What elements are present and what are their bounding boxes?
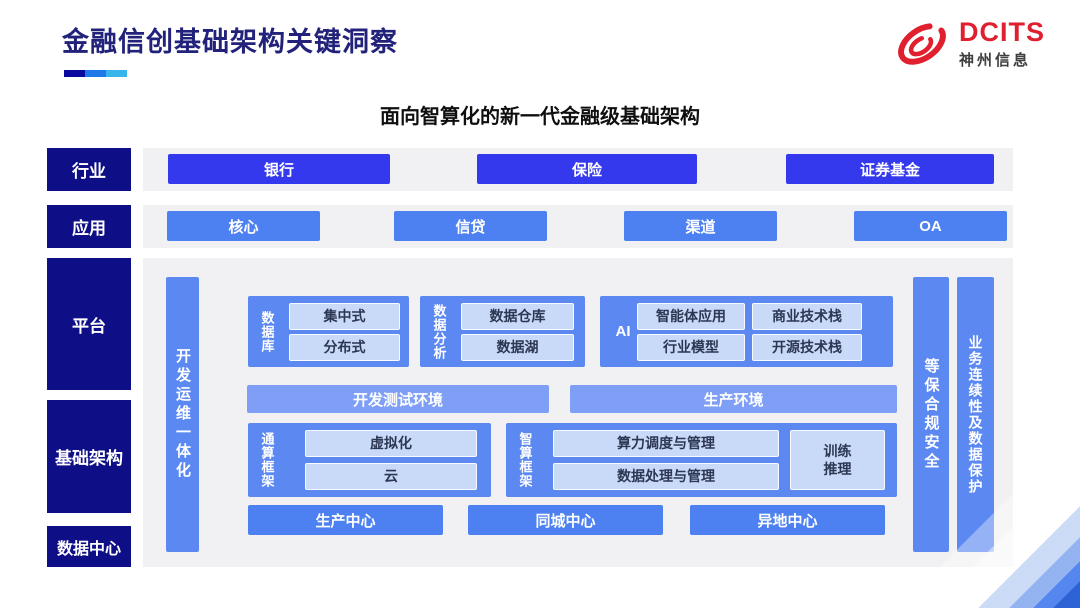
ai-item-opensource-stack: 开源技术栈 bbox=[752, 334, 862, 361]
underline-segment-light bbox=[106, 70, 127, 77]
ai-section: AI 智能体应用 商业技术栈 行业模型 开源技术栈 bbox=[600, 296, 893, 367]
dcits-swirl-icon bbox=[898, 23, 946, 65]
logo-brand: DCITS bbox=[959, 16, 1045, 47]
application-item-credit: 信贷 bbox=[394, 211, 547, 241]
database-item-centralized: 集中式 bbox=[289, 303, 400, 330]
ai-section-label: AI bbox=[615, 323, 631, 340]
analytics-section-label: 数据分析 bbox=[431, 303, 447, 360]
intelligent-item-scheduling: 算力调度与管理 bbox=[553, 430, 779, 457]
datacenter-samecity: 同城中心 bbox=[468, 505, 663, 535]
category-datacenter: 数据中心 bbox=[47, 526, 131, 567]
env-production: 生产环境 bbox=[570, 385, 897, 413]
business-continuity-bar: 业务连续性及数据保护 bbox=[957, 277, 994, 552]
database-section-label: 数据库 bbox=[259, 310, 275, 353]
general-item-virtualization: 虚拟化 bbox=[305, 430, 477, 457]
intelligent-item-training-inference: 训练 推理 bbox=[790, 430, 885, 490]
database-section: 数据库 集中式 分布式 bbox=[248, 296, 409, 367]
database-item-distributed: 分布式 bbox=[289, 334, 400, 361]
analytics-item-warehouse: 数据仓库 bbox=[461, 303, 574, 330]
ai-item-commercial-stack: 商业技术栈 bbox=[752, 303, 862, 330]
industry-item-securities: 证券基金 bbox=[786, 154, 994, 184]
category-platform: 平台 bbox=[47, 258, 131, 390]
general-item-cloud: 云 bbox=[305, 463, 477, 490]
ai-item-industry-models: 行业模型 bbox=[637, 334, 745, 361]
company-logo: DCITS 神州信息 bbox=[893, 18, 1045, 70]
general-compute-label: 通算框架 bbox=[259, 432, 275, 488]
env-devtest: 开发测试环境 bbox=[247, 385, 549, 413]
diagram-subtitle: 面向智算化的新一代金融级基础架构 bbox=[380, 106, 700, 128]
industry-item-insurance: 保险 bbox=[477, 154, 697, 184]
logo-text: DCITS 神州信息 bbox=[959, 16, 1045, 70]
application-item-core: 核心 bbox=[167, 211, 320, 241]
category-industry: 行业 bbox=[47, 148, 131, 191]
underline-segment-dark bbox=[64, 70, 85, 77]
datacenter-production: 生产中心 bbox=[248, 505, 443, 535]
intelligent-compute-section: 智算框架 算力调度与管理 数据处理与管理 训练 推理 bbox=[506, 423, 897, 497]
title-underline bbox=[64, 64, 127, 82]
intelligent-item-dataprocessing: 数据处理与管理 bbox=[553, 463, 779, 490]
industry-item-bank: 银行 bbox=[168, 154, 390, 184]
devops-bar: 开发运维一体化 bbox=[166, 277, 199, 552]
ai-item-agent-apps: 智能体应用 bbox=[637, 303, 745, 330]
intelligent-compute-label: 智算框架 bbox=[517, 432, 533, 488]
datacenter-remote: 异地中心 bbox=[690, 505, 885, 535]
analytics-section: 数据分析 数据仓库 数据湖 bbox=[420, 296, 585, 367]
analytics-item-lake: 数据湖 bbox=[461, 334, 574, 361]
category-infrastructure: 基础架构 bbox=[47, 400, 131, 513]
security-compliance-bar: 等保合规安全 bbox=[913, 277, 949, 552]
general-compute-section: 通算框架 虚拟化 云 bbox=[248, 423, 491, 497]
application-item-oa: OA bbox=[854, 211, 1007, 241]
page-title: 金融信创基础架构关键洞察 bbox=[62, 27, 398, 57]
category-application: 应用 bbox=[47, 205, 131, 248]
underline-segment-mid bbox=[85, 70, 106, 77]
logo-company: 神州信息 bbox=[959, 51, 1032, 69]
application-item-channel: 渠道 bbox=[624, 211, 777, 241]
